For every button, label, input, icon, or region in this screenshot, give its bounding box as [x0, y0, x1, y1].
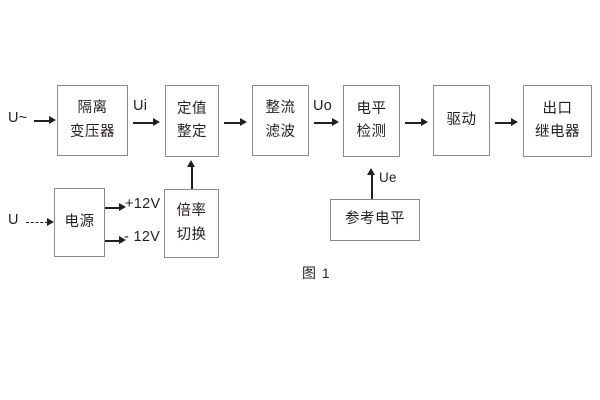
- dc-input-arrow: [26, 218, 54, 227]
- block-output-relay[interactable]: 出口 继电器: [523, 85, 592, 157]
- uo-arrow: [314, 118, 340, 127]
- ac-input-label: U~: [8, 110, 28, 126]
- block-power-supply-line1: 电源: [64, 213, 95, 230]
- block-multiplier-switch[interactable]: 倍率 切换: [164, 189, 219, 258]
- block-setting-value-line1: 定值: [177, 100, 207, 117]
- block-reference-level[interactable]: 参考电平: [330, 199, 420, 241]
- pos12v-label: +12V: [125, 196, 161, 212]
- block-drive[interactable]: 驱动: [433, 85, 490, 156]
- block-setting-value-line2: 整定: [177, 124, 207, 140]
- dc-input-label: U: [8, 212, 19, 228]
- multiplier-to-setting-arrow: [187, 160, 196, 189]
- block-isolation-transformer-line2: 变压器: [70, 123, 115, 140]
- neg12v-arrow: [105, 236, 127, 245]
- block-power-supply[interactable]: 电源: [54, 188, 105, 257]
- block-isolation-transformer[interactable]: 隔离 变压器: [57, 85, 128, 156]
- block-level-detection[interactable]: 电平 检测: [343, 85, 400, 157]
- pos12v-arrow: [105, 203, 127, 212]
- block-rectify-filter-line1: 整流: [265, 100, 296, 117]
- block-reference-level-line1: 参考电平: [345, 211, 405, 228]
- block-rectify-filter-line2: 滤波: [265, 123, 296, 140]
- figure-caption: 图 1: [302, 265, 331, 281]
- block-level-detection-line1: 电平: [356, 100, 387, 117]
- block-setting-value[interactable]: 定值 整定: [165, 85, 219, 157]
- block-level-detection-line2: 检测: [356, 124, 387, 140]
- neg12v-label: - 12V: [124, 229, 161, 245]
- block-drive-line1: 驱动: [446, 111, 477, 128]
- setting-to-rectify-arrow: [224, 118, 248, 127]
- ue-arrow: [367, 168, 376, 199]
- ac-input-arrow: [34, 116, 56, 125]
- block-isolation-transformer-line1: 隔离: [77, 100, 108, 117]
- block-multiplier-switch-line1: 倍率: [176, 203, 207, 220]
- ue-signal-label: Ue: [379, 170, 397, 185]
- block-multiplier-switch-line2: 切换: [176, 226, 207, 243]
- block-output-relay-line1: 出口: [542, 100, 573, 117]
- block-output-relay-line2: 继电器: [535, 124, 580, 140]
- uo-signal-label: Uo: [313, 98, 333, 114]
- drive-to-output-arrow: [495, 118, 519, 127]
- ui-arrow: [133, 118, 161, 127]
- ui-signal-label: Ui: [133, 98, 148, 114]
- level-to-drive-arrow: [405, 118, 429, 127]
- block-rectify-filter[interactable]: 整流 滤波: [252, 85, 309, 156]
